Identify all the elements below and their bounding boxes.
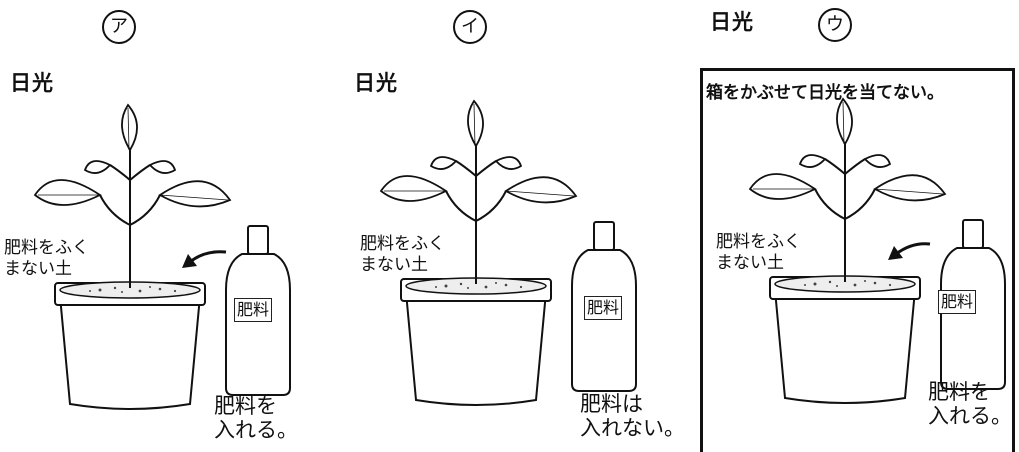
bottle-label: 肥料 [938, 290, 977, 314]
panel-c: 日光 ウ 箱をかぶせて日光を当てない。 [690, 0, 1019, 452]
plant-pot-illustration [33, 103, 291, 410]
sunlight-label: 日光 [710, 10, 754, 34]
covering-box [700, 68, 1015, 452]
flower-pot [769, 275, 921, 404]
plant-pot-illustration [748, 97, 1006, 404]
soil-label: 肥料をふく まない土 [4, 238, 89, 279]
sunlight-label: 日光 [10, 71, 54, 95]
box-caption: 箱をかぶせて日光を当てない。 [706, 83, 944, 103]
panel-marker: ウ [818, 8, 852, 42]
panel-marker: ア [102, 10, 136, 44]
bottle-label: 肥料 [584, 296, 623, 320]
fertilizer-label: 肥料を 入れる。 [214, 394, 298, 442]
plant-stem [445, 146, 507, 284]
plant-stem [814, 144, 876, 282]
fertilizer-arrow [888, 242, 931, 260]
plant-pot-illustration [379, 99, 637, 406]
panel-b: イ 日光 [340, 0, 690, 449]
fertilizer-label: 肥料を 入れる。 [928, 380, 1012, 428]
plant-stem [99, 150, 161, 288]
fertilizer-bottle [940, 219, 1006, 390]
bottle-label: 肥料 [234, 298, 273, 322]
fertilizer-label: 肥料は 入れない。 [580, 392, 685, 440]
plant-leaves [379, 99, 578, 204]
fertilizer-bottle [225, 225, 291, 396]
plant-leaves [33, 103, 232, 208]
panel-a: ア 日光 [0, 0, 330, 449]
panel-marker: イ [453, 10, 487, 44]
fertilizer-arrow [182, 250, 227, 268]
soil-label: 肥料をふく まない土 [360, 234, 445, 275]
sunlight-label: 日光 [354, 71, 398, 95]
flower-pot [400, 277, 552, 406]
soil-label: 肥料をふく まない土 [716, 232, 801, 273]
fertilizer-bottle [571, 221, 637, 392]
plant-leaves [748, 97, 947, 202]
